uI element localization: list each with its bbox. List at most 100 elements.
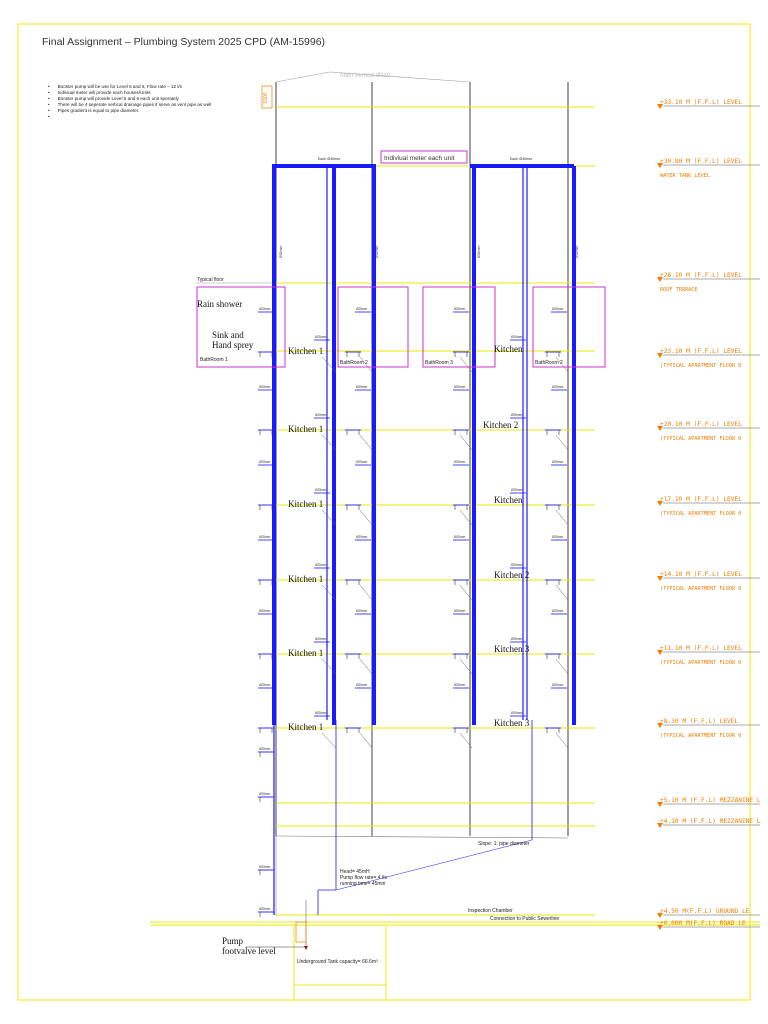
drain-diag (459, 434, 473, 451)
drain-diag (359, 434, 373, 451)
level-marker (657, 802, 663, 807)
drain-diag (321, 584, 337, 601)
level-sublabel: (TYPICAL APARTMENT FLOOR 0 (660, 436, 741, 442)
kitchen-label: Kitchen 1 (288, 722, 323, 732)
pipe-size-label: Ø25mm (315, 413, 327, 417)
pipe-size-label: Ø25mm (315, 563, 327, 567)
level-marker (657, 277, 663, 282)
bathroom2-label: BathRoom 2 (340, 360, 368, 366)
drain-diag (359, 658, 373, 675)
pipe-size-label: Ø25mm (315, 637, 327, 641)
bathroom3-label: BathRoom 3 (425, 360, 453, 366)
level-marker (657, 104, 663, 109)
kitchen-label: Kitchen 2 (494, 570, 529, 580)
pump-info-line: running time= 45min (340, 881, 386, 887)
drain-diag (459, 356, 473, 373)
pipe-size-label: Ø25mm (259, 385, 271, 389)
level-sublabel: (TYPICAL APARTMENT FLOOR 0 (660, 511, 741, 517)
riser-size-label: Ø32mm (575, 245, 579, 258)
note-item: Booster pump will be use for Level 5 and… (48, 84, 211, 90)
drain-diag (555, 732, 569, 749)
riser-size-label: Ø32mm (477, 245, 481, 258)
pipe-size-label: Ø25mm (356, 307, 368, 311)
drain-diag (359, 356, 373, 373)
meter-label-box (380, 150, 468, 164)
pipe-size-label: Ø25mm (259, 609, 271, 613)
level-marker (657, 163, 663, 168)
bathroom-box (337, 286, 409, 368)
pipe-size-label: Ø25mm (259, 792, 271, 796)
level-label: +4.50 M(F.F.L) GROUND LE (660, 908, 750, 915)
pipe-size-label: Ø25mm (259, 460, 271, 464)
pipe-size-label: Ø25mm (315, 488, 327, 492)
drain-diag (459, 509, 473, 526)
pipe-size-label: Ø25mm (552, 460, 564, 464)
drain-diag (555, 658, 569, 675)
drain-diag (555, 509, 569, 526)
pump-info-line: Pump flow rate= 4 l/s (340, 875, 387, 881)
pump-info-line: Head= 45mH (340, 869, 370, 875)
each-label-2: Each Ø40mm (510, 157, 532, 161)
level-marker (657, 426, 663, 431)
pipe-size-label: Ø25mm (552, 609, 564, 613)
level-label: +30.80 M (F.F.L) LEVEL (660, 158, 742, 165)
pipe-size-label: Ø25mm (259, 747, 271, 751)
level-sublabel: (TYPICAL APARTMENT FLOOR 0 (660, 733, 741, 739)
pipe-size-label: Ø25mm (356, 683, 368, 687)
pipe-size-label: Ø25mm (454, 609, 466, 613)
pipe-size-label: Ø25mm (511, 711, 523, 715)
pipe-size-label: Ø25mm (356, 385, 368, 389)
pipe-size-label: Ø25mm (315, 711, 327, 715)
pipe-size-label: Ø25mm (552, 307, 564, 311)
notes-list: Booster pump will be use for Level 5 and… (48, 84, 212, 120)
pipe-size-label: Ø25mm (454, 535, 466, 539)
inspection-label: Inspection Chamber (468, 908, 513, 914)
level-marker (657, 576, 663, 581)
kitchen-label: Kitchen 1 (288, 424, 323, 434)
level-sublabel: WATER TANK LEVEL (660, 173, 710, 179)
pipe-size-label: Ø25mm (511, 413, 523, 417)
bathroom2b-label: BathRoom 2 (535, 360, 563, 366)
pipe-size-label: Ø25mm (511, 563, 523, 567)
pipe-size-label: Ø25mm (511, 637, 523, 641)
pipe-size-label: Ø25mm (511, 488, 523, 492)
level-sublabel: ROOF TERRACE (660, 287, 697, 293)
pipe-size-label: Ø25mm (259, 683, 271, 687)
pipe-size-label: Ø25mm (259, 535, 271, 539)
pipe-size-label: Ø25mm (259, 307, 271, 311)
pipe-size-label: Ø25mm (259, 907, 271, 911)
bathroom-box (196, 286, 286, 368)
drain-diag (321, 509, 337, 526)
drain-diag (555, 356, 569, 373)
level-marker (657, 353, 663, 358)
underground-tank (293, 924, 387, 986)
building-base (275, 835, 569, 839)
sewer-label: Connection to Public Sewerline (490, 916, 559, 922)
note-item: Pipes gradient is equal to pipe diameter… (48, 108, 211, 114)
note-item: There will be 4 seperate vertical draina… (48, 102, 212, 108)
dim-box (261, 85, 273, 109)
slope-label: Slope: 1: pipe diameter (478, 841, 530, 847)
level-marker (657, 501, 663, 506)
pump-riser (335, 839, 533, 891)
typical-floor-label: Typical floor (197, 277, 224, 283)
drain-diag (321, 732, 337, 749)
pipe-size-label: Ø25mm (454, 683, 466, 687)
kitchen-label: Kitchen 1 (288, 499, 323, 509)
tank-label: Underground Tank capacity= 66.6m³ (297, 959, 378, 965)
drain-diag (555, 584, 569, 601)
riser-size-label: Ø32mm (375, 245, 379, 258)
note-item: Booster pump will provide Level 5 and 6 … (48, 96, 211, 102)
drawing-title: Final Assignment – Plumbing System 2025 … (42, 36, 326, 48)
pipe-size-label: Ø25mm (454, 460, 466, 464)
bathroom-box (422, 286, 496, 368)
level-label: +26.10 M (F.F.L) LEVEL (660, 272, 742, 279)
pipe-size-label: Ø25mm (552, 683, 564, 687)
pipe-size-label: Ø25mm (454, 307, 466, 311)
pipe-size-label: Ø25mm (454, 385, 466, 389)
kitchen-label: Kitchen (494, 344, 523, 354)
kitchen-label: Kitchen (494, 495, 523, 505)
pipe-size-label: Ø25mm (259, 865, 271, 869)
